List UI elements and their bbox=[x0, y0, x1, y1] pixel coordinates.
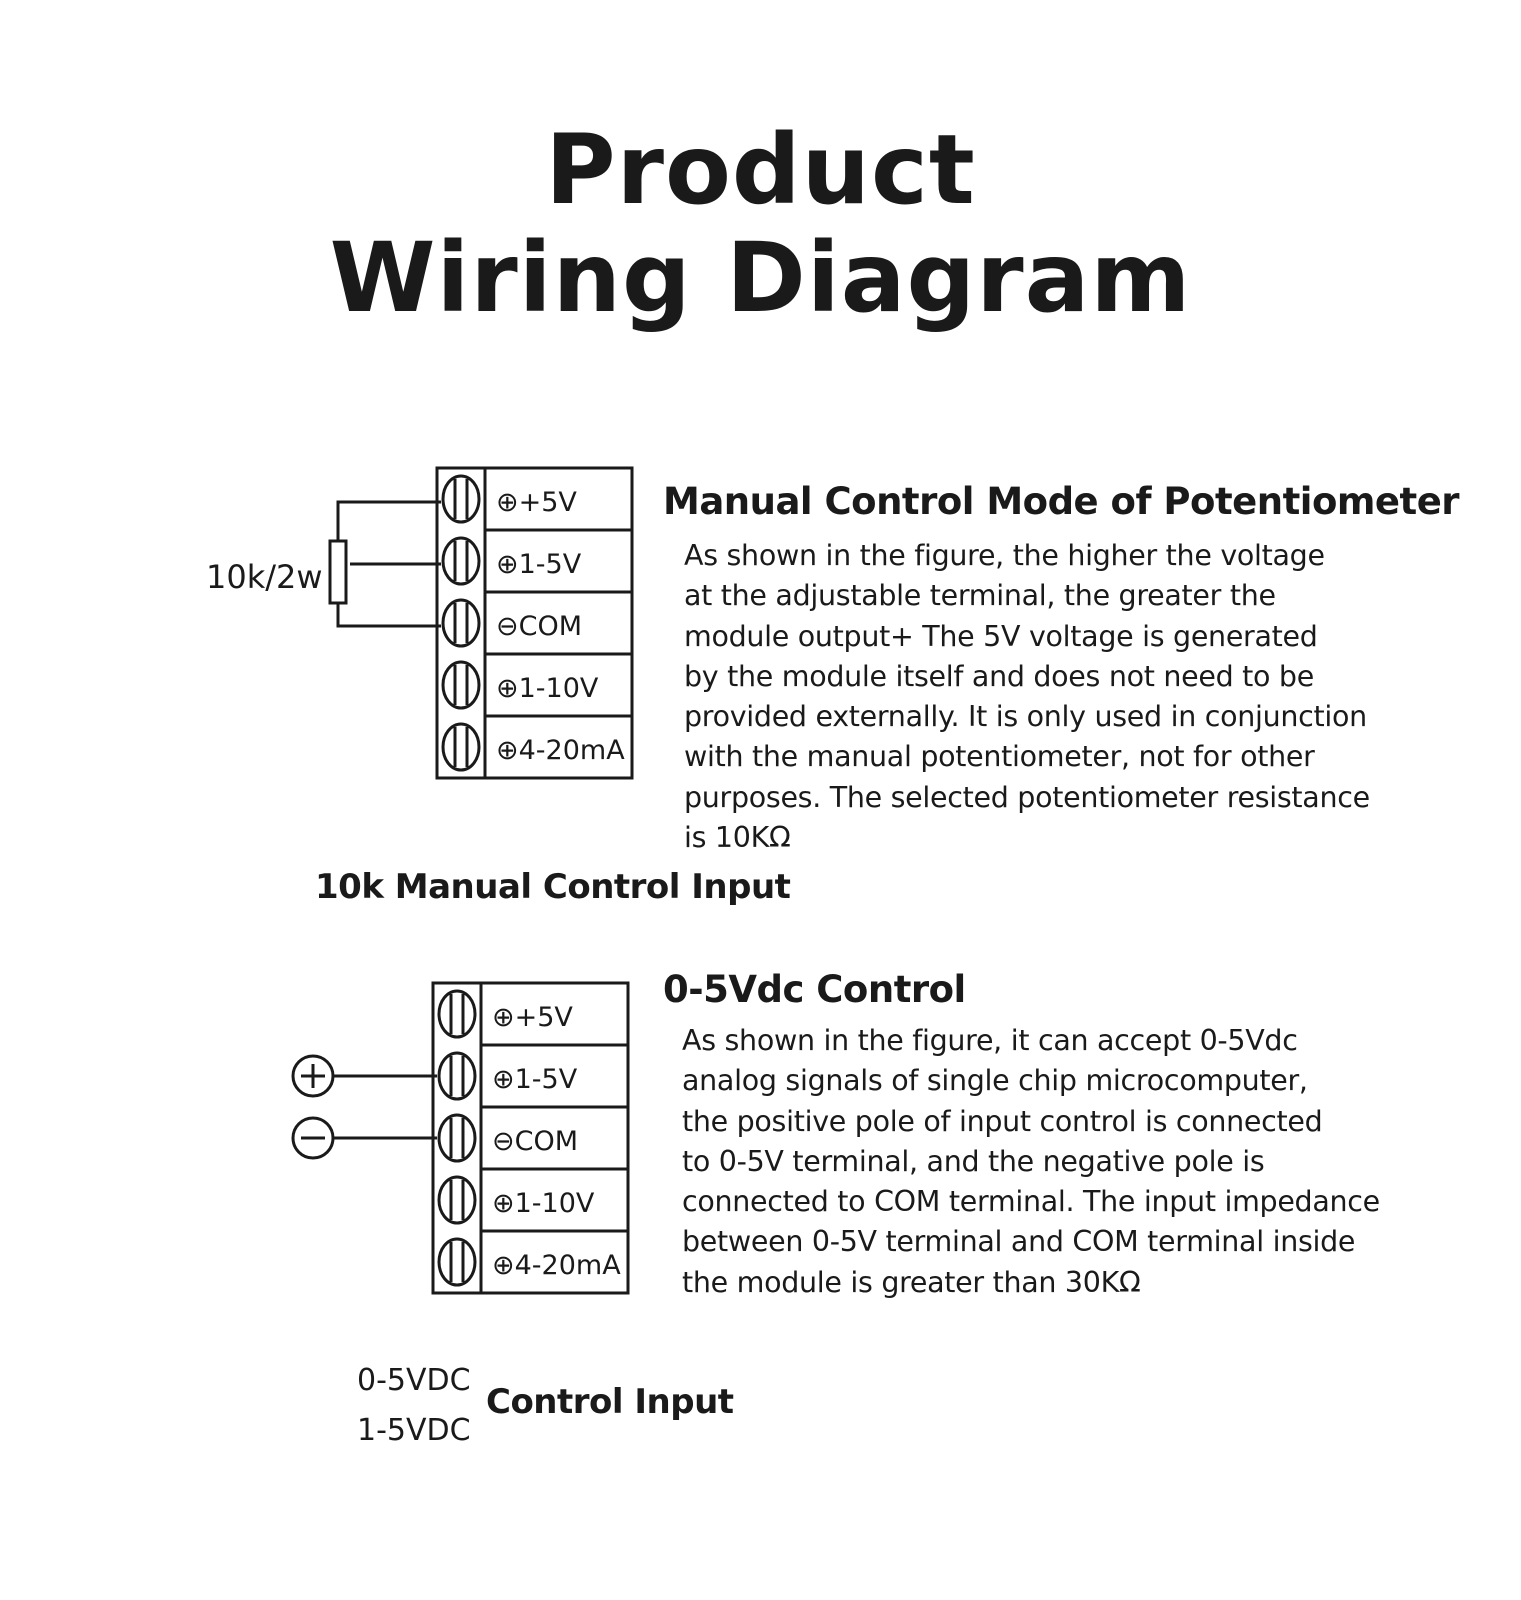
terminal-label-4-20ma: ⊕4-20mA bbox=[492, 1250, 621, 1281]
section1-paragraph-line: is 10KΩ bbox=[684, 821, 791, 855]
section1-caption: 10k Manual Control Input bbox=[315, 867, 791, 907]
page-title-line-1: Product bbox=[545, 114, 976, 226]
screw-icon bbox=[441, 660, 481, 710]
voltage-range-stack: 0-5VDC 1-5VDC bbox=[357, 1356, 471, 1456]
terminal-label-1-10v: ⊕1-10V bbox=[492, 1188, 595, 1219]
voltage-range-label: 1-5VDC bbox=[357, 1413, 471, 1448]
resistor-label: 10k/2w bbox=[206, 558, 323, 596]
terminal-block-2 bbox=[431, 981, 630, 1295]
terminal-label-plus-5v: ⊕+5V bbox=[496, 487, 577, 518]
screw-icon bbox=[437, 1113, 477, 1163]
section1-paragraph-line: provided externally. It is only used in … bbox=[684, 700, 1367, 734]
screw-icon bbox=[441, 474, 481, 524]
section1-paragraph: As shown in the figure, the higher the v… bbox=[684, 536, 1370, 858]
section2-paragraph-line: connected to COM terminal. The input imp… bbox=[682, 1185, 1380, 1219]
terminal-label-1-5v: ⊕1-5V bbox=[496, 549, 582, 580]
potentiometer-wires bbox=[336, 500, 441, 628]
section1-heading: Manual Control Mode of Potentiometer bbox=[663, 480, 1460, 523]
section1-paragraph-line: at the adjustable terminal, the greater … bbox=[684, 579, 1276, 613]
terminal-label-com: ⊖COM bbox=[496, 611, 582, 642]
terminal-label-1-5v: ⊕1-5V bbox=[492, 1064, 578, 1095]
terminal-block-1 bbox=[435, 466, 634, 780]
screw-icon bbox=[437, 1175, 477, 1225]
negative-pole-icon bbox=[291, 1116, 335, 1160]
terminal-label-com: ⊖COM bbox=[492, 1126, 578, 1157]
section2-paragraph: As shown in the figure, it can accept 0-… bbox=[682, 1021, 1380, 1303]
section1-paragraph-line: module output+ The 5V voltage is generat… bbox=[684, 619, 1318, 653]
section2-paragraph-line: to 0-5V terminal, and the negative pole … bbox=[682, 1144, 1265, 1178]
section2-paragraph-line: between 0-5V terminal and COM terminal i… bbox=[682, 1225, 1356, 1259]
terminal-label-4-20ma: ⊕4-20mA bbox=[496, 735, 625, 766]
voltage-range-label: 0-5VDC bbox=[357, 1363, 471, 1398]
section2-paragraph-line: the module is greater than 30KΩ bbox=[682, 1265, 1141, 1299]
section1-paragraph-line: As shown in the figure, the higher the v… bbox=[684, 539, 1325, 572]
section1-paragraph-line: purposes. The selected potentiometer res… bbox=[684, 780, 1370, 814]
positive-pole-icon bbox=[291, 1054, 335, 1098]
section2-paragraph-line: the positive pole of input control is co… bbox=[682, 1104, 1323, 1138]
screw-icon bbox=[437, 989, 477, 1039]
terminal-label-plus-5v: ⊕+5V bbox=[492, 1002, 573, 1033]
section2-paragraph-line: As shown in the figure, it can accept 0-… bbox=[682, 1024, 1298, 1057]
screw-icon bbox=[437, 1237, 477, 1287]
terminal-label-1-10v: ⊕1-10V bbox=[496, 673, 599, 704]
screw-icon bbox=[437, 1051, 477, 1101]
section2-paragraph-line: analog signals of single chip microcompu… bbox=[682, 1064, 1308, 1098]
signal-wires bbox=[334, 1074, 437, 1140]
screw-icon bbox=[441, 722, 481, 772]
section1-paragraph-line: with the manual potentiometer, not for o… bbox=[684, 740, 1315, 774]
potentiometer-resistor-icon bbox=[328, 539, 348, 605]
screw-icon bbox=[441, 598, 481, 648]
screw-icon bbox=[441, 536, 481, 586]
section1-paragraph-line: by the module itself and does not need t… bbox=[684, 659, 1314, 693]
section2-heading: 0-5Vdc Control bbox=[663, 968, 966, 1011]
page-title-line-2: Wiring Diagram bbox=[329, 222, 1192, 334]
section2-caption: Control Input bbox=[486, 1382, 734, 1422]
